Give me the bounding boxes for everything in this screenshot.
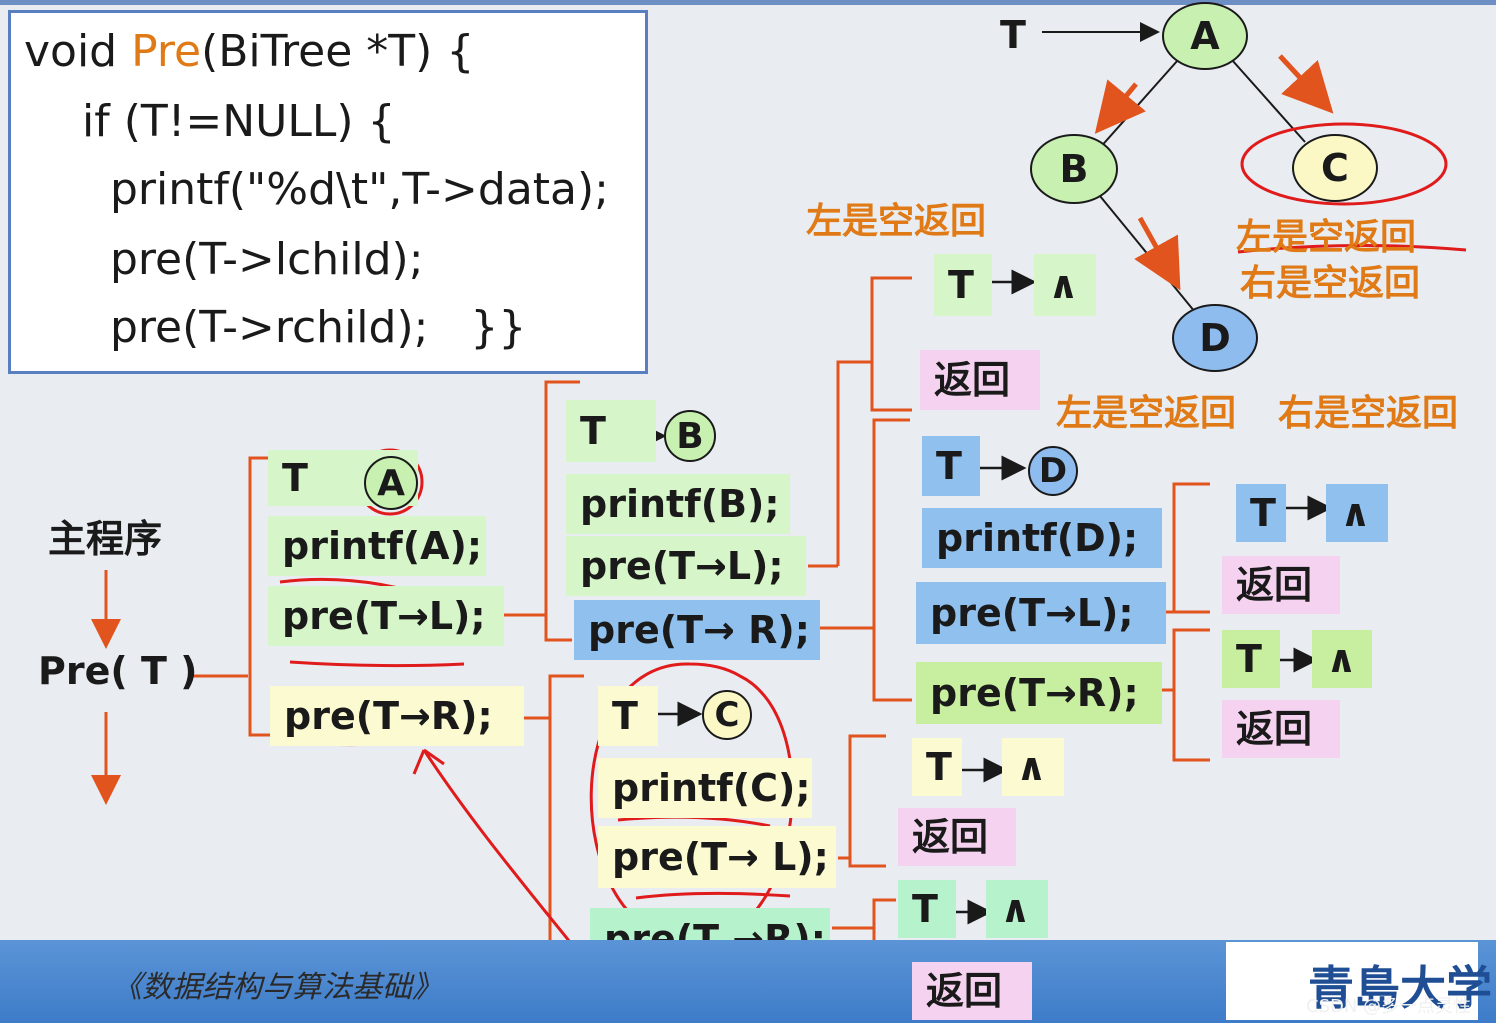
level-b-pointer: T [566, 400, 656, 462]
level-c-print: printf(C); [598, 758, 812, 818]
b-left-null-note: 左是空返回 [806, 201, 987, 242]
code-line-5: pre(T->rchild); }} [110, 302, 527, 353]
level-d-pointer: T [922, 436, 980, 496]
c-left-pointer: T [912, 738, 962, 796]
d-right-return: 返回 [1222, 700, 1340, 758]
level-b-right-call: pre(T→ R); [574, 600, 820, 660]
code-line-2: if (T!=NULL) { [82, 96, 396, 147]
d-left-null: ∧ [1326, 484, 1388, 542]
level-d-node: D [1028, 446, 1078, 496]
university-logo [1226, 942, 1478, 1020]
c-right-pointer: T [898, 880, 956, 938]
c-right-null: ∧ [986, 880, 1048, 938]
c-right-null-note: 右是空返回 [1240, 263, 1421, 304]
level-a-node: A [364, 456, 418, 510]
tree-node-d: D [1172, 304, 1258, 372]
b-left-pointer: T [934, 254, 992, 316]
c-left-null-note: 左是空返回 [1236, 217, 1417, 258]
c-right-return: 返回 [912, 962, 1032, 1020]
level-a-right-call: pre(T→R); [270, 686, 524, 746]
d-left-null-note: 左是空返回 [1056, 393, 1237, 434]
code-line-1: void Pre(BiTree *T) { [24, 26, 475, 77]
csdn-watermark: CSDN @多一点灵性 [1306, 996, 1472, 1017]
code-line-4: pre(T->lchild); [110, 234, 424, 285]
level-b-node: B [664, 410, 716, 462]
b-left-null: ∧ [1034, 254, 1096, 316]
level-a-print: printf(A); [268, 516, 486, 576]
level-d-print: printf(D); [922, 508, 1162, 568]
top-border [0, 0, 1496, 5]
level-d-right-call: pre(T→R); [916, 662, 1162, 724]
d-right-null: ∧ [1312, 630, 1372, 688]
code-line-3: printf("%d\t",T->data); [110, 164, 609, 215]
level-c-node: C [702, 690, 752, 740]
tree-node-a: A [1162, 2, 1248, 70]
d-left-return: 返回 [1222, 556, 1340, 614]
level-b-print: printf(B); [566, 474, 790, 534]
level-c-left-call: pre(T→ L); [598, 826, 836, 888]
d-right-pointer: T [1222, 630, 1280, 688]
tree-root-pointer: T [1000, 13, 1026, 57]
level-c-pointer: T [598, 686, 658, 746]
c-left-null: ∧ [1002, 738, 1064, 796]
level-d-left-call: pre(T→L); [916, 582, 1166, 644]
level-b-left-call: pre(T→L); [566, 536, 806, 596]
university-name: 青島大学 [1308, 961, 1492, 1015]
code-box [8, 10, 648, 374]
b-left-return: 返回 [920, 350, 1040, 410]
level-a-left-call: pre(T→L); [268, 586, 504, 646]
c-left-return: 返回 [898, 808, 1016, 866]
d-right-null-note: 右是空返回 [1278, 393, 1459, 434]
course-title: 《数据结构与算法基础》 [112, 970, 442, 1005]
tree-node-b: B [1030, 134, 1118, 204]
d-left-pointer: T [1236, 484, 1286, 542]
main-call-label: Pre( T ) [38, 649, 198, 693]
main-program-label: 主程序 [48, 517, 163, 561]
tree-node-c: C [1292, 134, 1378, 202]
